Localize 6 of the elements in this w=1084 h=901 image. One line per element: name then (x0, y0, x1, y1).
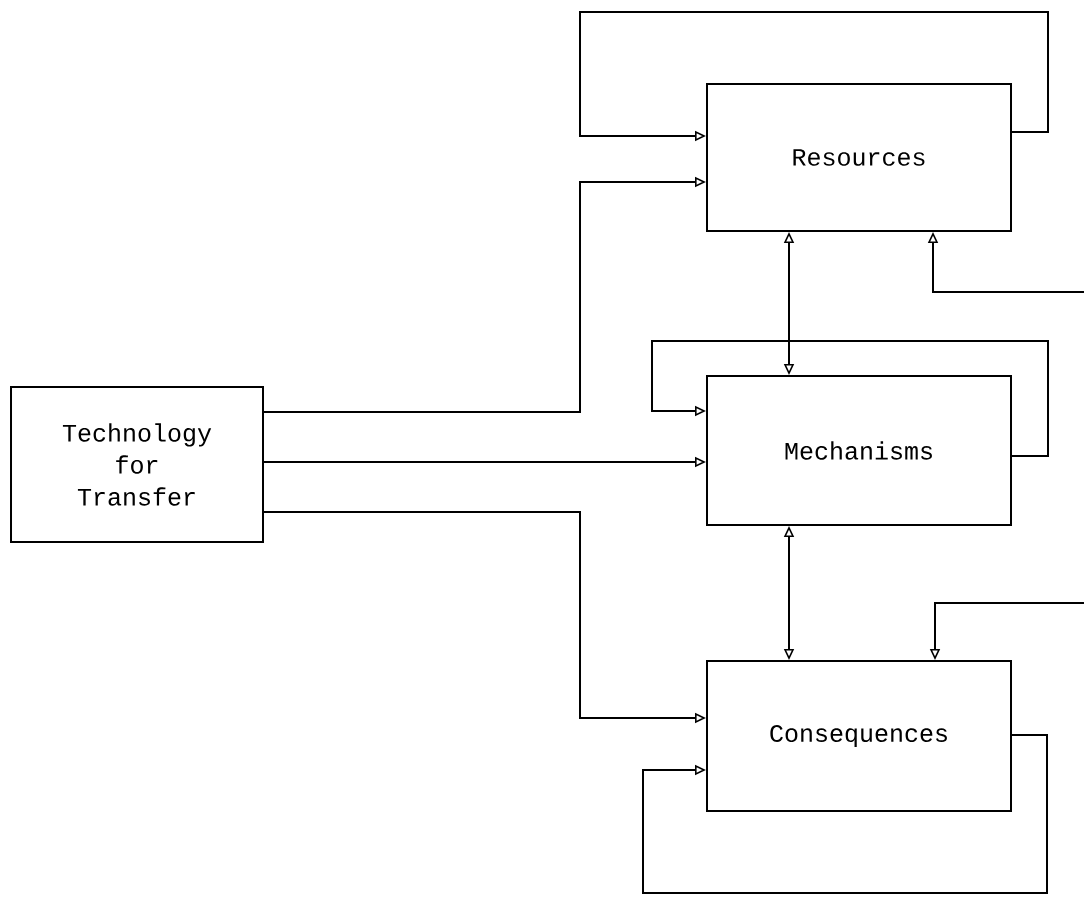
process-box: Technology for Transfer (10, 386, 264, 543)
arrow (651, 340, 1049, 457)
process-box: Mechanisms (706, 375, 1012, 526)
process-box: Consequences (706, 660, 1012, 812)
process-box: Resources (706, 83, 1012, 232)
arrow (642, 734, 1048, 894)
